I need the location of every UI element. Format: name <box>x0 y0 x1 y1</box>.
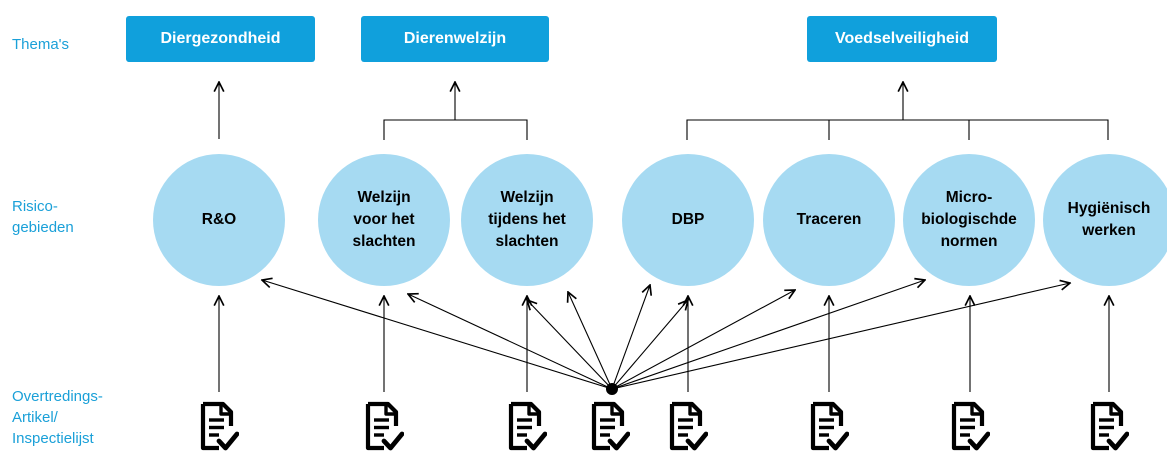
row-label-themes: Thema's <box>12 36 70 53</box>
fan-welzijn-voor <box>408 294 613 390</box>
risk-area-ro: R&O <box>153 154 285 286</box>
hub-dot <box>606 383 618 395</box>
fan-dbp-left <box>611 285 650 390</box>
theme-diergezondheid: Diergezondheid <box>126 16 315 62</box>
fan-traceren <box>611 290 795 390</box>
document-check-icon <box>590 398 630 454</box>
document-check-icon <box>199 398 239 454</box>
bracket-dierenwelzijn <box>383 119 528 140</box>
risk-area-micro: Micro- biologischde normen <box>903 154 1035 286</box>
risk-area-traceren: Traceren <box>763 154 895 286</box>
theme-dierenwelzijn: Dierenwelzijn <box>361 16 549 62</box>
document-check-icon <box>364 398 404 454</box>
document-check-icon <box>950 398 990 454</box>
bracket-voedselveiligheid <box>686 119 1109 140</box>
document-check-icon <box>668 398 708 454</box>
document-check-icon <box>1089 398 1129 454</box>
fan-welzijn-tijdens-right <box>568 292 613 390</box>
risk-area-hygienisch: Hygiënisch werken <box>1043 154 1167 286</box>
fan-ro <box>262 280 613 390</box>
fan-micro <box>611 280 925 390</box>
document-check-icon <box>809 398 849 454</box>
fan-dbp <box>611 300 688 390</box>
fan-welzijn-tijdens-left <box>527 300 613 390</box>
risk-area-dbp: DBP <box>622 154 754 286</box>
risk-area-welzijn-tijdens: Welzijn tijdens het slachten <box>461 154 593 286</box>
document-check-icon <box>507 398 547 454</box>
row-label-articles: Overtredings- Artikel/ Inspectielijst <box>12 388 103 447</box>
risk-area-welzijn-voor: Welzijn voor het slachten <box>318 154 450 286</box>
theme-voedselveiligheid: Voedselveiligheid <box>807 16 997 62</box>
fan-hygienisch <box>611 283 1070 390</box>
row-label-risk-areas: Risico- gebieden <box>12 198 74 236</box>
